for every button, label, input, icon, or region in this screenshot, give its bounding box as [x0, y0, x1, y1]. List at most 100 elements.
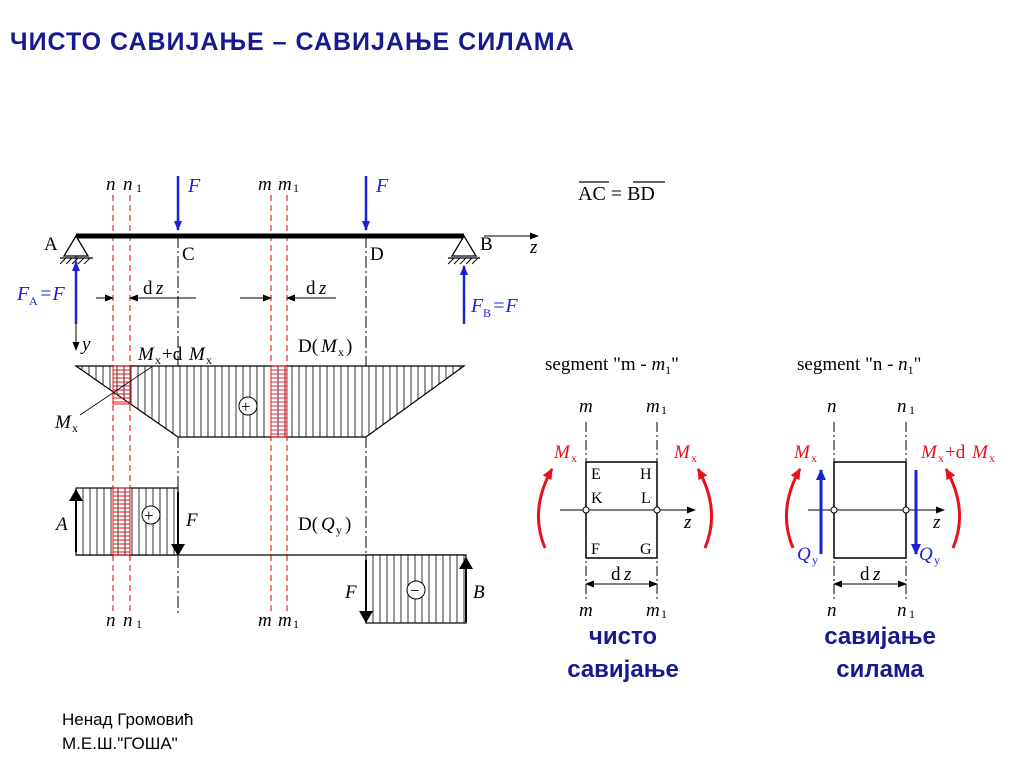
shear-title-d: D(: [298, 514, 318, 535]
support-a: [60, 234, 93, 259]
segment-nn-moment-right-arrow: [944, 468, 962, 549]
segment-mm-dz-z: z: [623, 564, 632, 585]
segment-nn-moment-right: M: [920, 442, 938, 463]
equation: AC = BD: [578, 181, 665, 205]
label-dz-1-d: d: [143, 278, 153, 299]
moment-dm-sub2: x: [206, 353, 212, 367]
moment-diagram: +: [74, 365, 466, 438]
segment-nn-shear-right: Q: [919, 544, 933, 565]
reaction-b-symbol: F: [470, 295, 484, 317]
segment-mm-moment-left-sub: x: [571, 451, 577, 465]
corner-e: E: [591, 466, 601, 483]
caption-pure-bending-line1: чисто: [588, 623, 658, 650]
label-axis-y: y: [80, 334, 91, 355]
segment-mm-axis-z: z: [683, 512, 692, 533]
label-point-c: C: [182, 244, 195, 265]
segment-nn-axis-z: z: [932, 512, 941, 533]
segment-nn-moment-left-sub: x: [811, 451, 817, 465]
moment-sign: +: [241, 397, 251, 416]
segment-mm-m-top: m: [579, 396, 593, 417]
segment-nn-moment-right-sub2: x: [989, 451, 995, 465]
segment-nn-dz-z: z: [872, 564, 881, 585]
moment-element-n: [112, 365, 131, 405]
segment-mm-m1-bottom: m: [646, 600, 660, 621]
author-block: Ненад Громовић М.Е.Ш."ГОША": [62, 708, 194, 756]
segment-nn-n-bottom: n: [827, 600, 837, 621]
label-n-bottom: n: [106, 610, 116, 631]
page-title: ЧИСТО САВИЈАЊЕ – САВИЈАЊЕ СИЛАМА: [10, 28, 575, 56]
segment-nn-sub-top: 1: [909, 403, 915, 417]
segment-mm-moment-left-arrow: [536, 468, 554, 549]
corner-f: F: [591, 541, 600, 558]
segment-mm-m1-top: m: [646, 396, 660, 417]
caption-force-bending: савијање силама: [800, 620, 960, 686]
label-point-a: A: [44, 234, 58, 255]
label-f-d: F: [375, 175, 389, 197]
support-b: [448, 234, 480, 259]
shear-title-q: Q: [321, 514, 335, 535]
segment-nn-shear-left-sub: y: [812, 553, 818, 567]
caption-force-bending-line2: силама: [836, 656, 924, 683]
segment-mm-sub-top: 1: [661, 403, 667, 417]
reaction-a-symbol: F: [16, 283, 30, 305]
author-name: Ненад Громовић: [62, 710, 194, 729]
segment-mm-m-bottom: m: [579, 600, 593, 621]
segment-nn-moment-right-mid: +d: [945, 442, 966, 463]
segment-mm-sub-bottom: 1: [661, 607, 667, 621]
segment-mm-moment-left: M: [553, 442, 571, 463]
label-dz-1-z: z: [155, 278, 164, 299]
moment-element-m: [270, 365, 288, 438]
segment-mm-moment-right: M: [673, 442, 691, 463]
label-point-b: B: [480, 234, 493, 255]
moment-diagram-outline: [74, 365, 466, 438]
moment-title-x: x: [338, 345, 344, 359]
segment-nn-n-top: n: [827, 396, 837, 417]
corner-g: G: [640, 541, 652, 558]
beam: [59, 176, 539, 351]
segment-mm-dz-d: d: [611, 564, 621, 585]
corner-k: K: [591, 490, 603, 507]
segment-mm: segment "m - m1" m m 1 m m 1 E H K L F G…: [536, 354, 714, 621]
label-m-top: m: [258, 174, 272, 195]
segment-nn: segment "n - n1" n n 1 n n 1 z d z: [784, 354, 962, 621]
moment-dm-plus: +d: [162, 344, 183, 365]
moment-hatching: [81, 366, 461, 437]
corner-h: H: [640, 466, 652, 483]
label-n1-sub-bottom: 1: [136, 617, 142, 631]
reaction-a-sub: A: [29, 294, 38, 308]
segment-mm-heading-pre: segment "m - m1": [545, 354, 679, 377]
caption-pure-bending: чисто савијање: [548, 620, 698, 686]
segment-nn-n1-bottom: n: [897, 600, 907, 621]
shear-element-n: [112, 487, 131, 556]
mx-leader: [79, 365, 154, 416]
label-point-d: D: [370, 244, 384, 265]
shear-negative-block: [365, 554, 467, 624]
label-m1-sub-bottom: 1: [293, 617, 299, 631]
shear-positive-block: [75, 487, 179, 556]
segment-nn-dz-d: d: [860, 564, 870, 585]
author-school: М.Е.Ш."ГОША": [62, 734, 178, 753]
segment-nn-heading: segment "n - n1": [797, 354, 921, 377]
segment-nn-shear-right-sub: y: [934, 553, 940, 567]
corner-l: L: [641, 490, 651, 507]
segment-mm-moment-right-arrow: [696, 468, 714, 549]
segment-nn-n1-top: n: [897, 396, 907, 417]
segment-nn-moment-left: M: [793, 442, 811, 463]
label-n1-top: n: [123, 174, 133, 195]
shear-label-a: A: [54, 514, 68, 535]
caption-force-bending-line1: савијање: [824, 623, 936, 650]
moment-title-close: ): [346, 336, 352, 357]
label-m1-bottom: m: [278, 610, 292, 631]
label-f-c: F: [187, 175, 201, 197]
label-dz-2-d: d: [306, 278, 316, 299]
segment-nn-shear-left: Q: [797, 544, 811, 565]
label-n-top: n: [106, 174, 116, 195]
shear-label-f2: F: [344, 582, 357, 603]
segment-nn-moment-right-m2: M: [971, 442, 989, 463]
label-n1-sub-top: 1: [136, 181, 142, 195]
shear-diagram: + −: [69, 487, 473, 624]
segment-nn-moment-left-arrow: [784, 468, 802, 549]
segment-nn-moment-right-sub: x: [938, 451, 944, 465]
label-n1-bottom: n: [123, 610, 133, 631]
equation-text: AC = BD: [578, 183, 655, 205]
